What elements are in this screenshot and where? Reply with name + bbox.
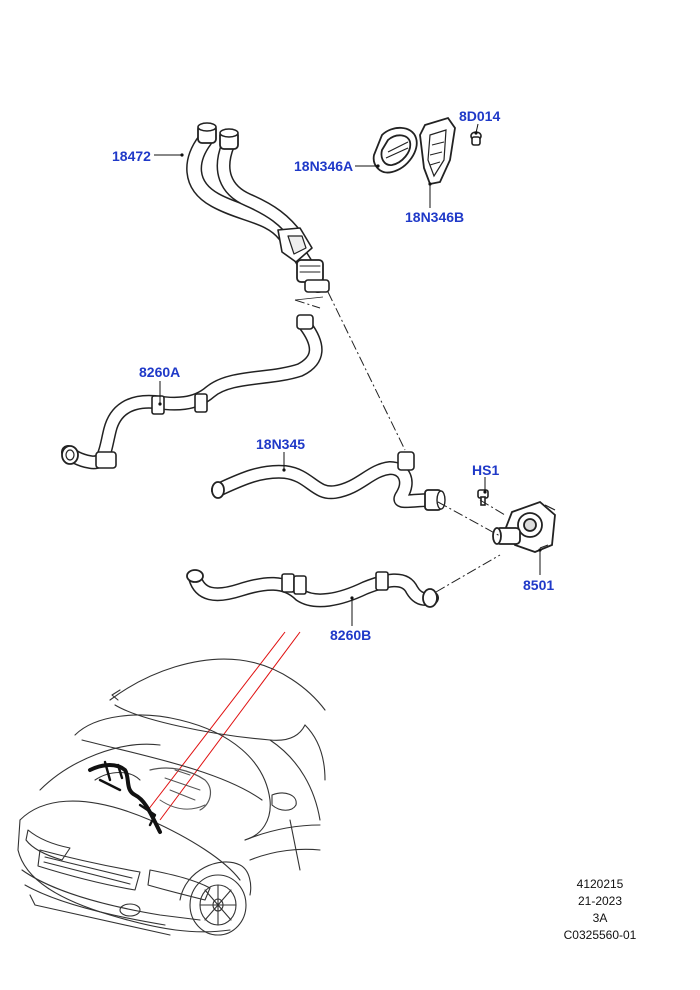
grommet-18n346a: [372, 126, 418, 174]
location-highlight: [147, 631, 301, 821]
callout-18n346a: 18N346A: [294, 158, 354, 174]
reference-line-3: 3A: [592, 911, 608, 925]
callout-8260b: 8260B: [330, 627, 372, 643]
reference-line-2: 21-2023: [577, 894, 623, 908]
callout-hs1: HS1: [472, 462, 500, 478]
reference-block: 4120215 21-2023 3A C0325560-01: [540, 876, 660, 944]
callout-18n346b: 18N346B: [405, 209, 465, 225]
callout-8d014: 8D014: [459, 108, 501, 124]
callout-8501: 8501: [523, 577, 555, 593]
hose-18n345: [211, 451, 446, 511]
callout-8260a: 8260A: [139, 364, 181, 380]
hose-18472: [186, 122, 330, 293]
callout-18472: 18472: [112, 148, 151, 164]
assembly-lines: [294, 291, 506, 593]
bracket-18n346b: [419, 116, 456, 186]
hose-8260a: [61, 314, 323, 470]
reference-line-1: 4120215: [576, 877, 624, 891]
hose-8260b: [186, 569, 439, 608]
callout-18n345: 18N345: [256, 436, 306, 452]
reference-line-4: C0325560-01: [563, 928, 637, 942]
clip-8d014: [470, 131, 482, 146]
engine-bay-harness: [88, 760, 212, 834]
bolt-hs1: [477, 489, 489, 506]
pump-8501: [492, 500, 556, 553]
locator-line: [294, 296, 324, 301]
vehicle-outline: [17, 658, 326, 936]
leader-lines: [154, 123, 542, 626]
